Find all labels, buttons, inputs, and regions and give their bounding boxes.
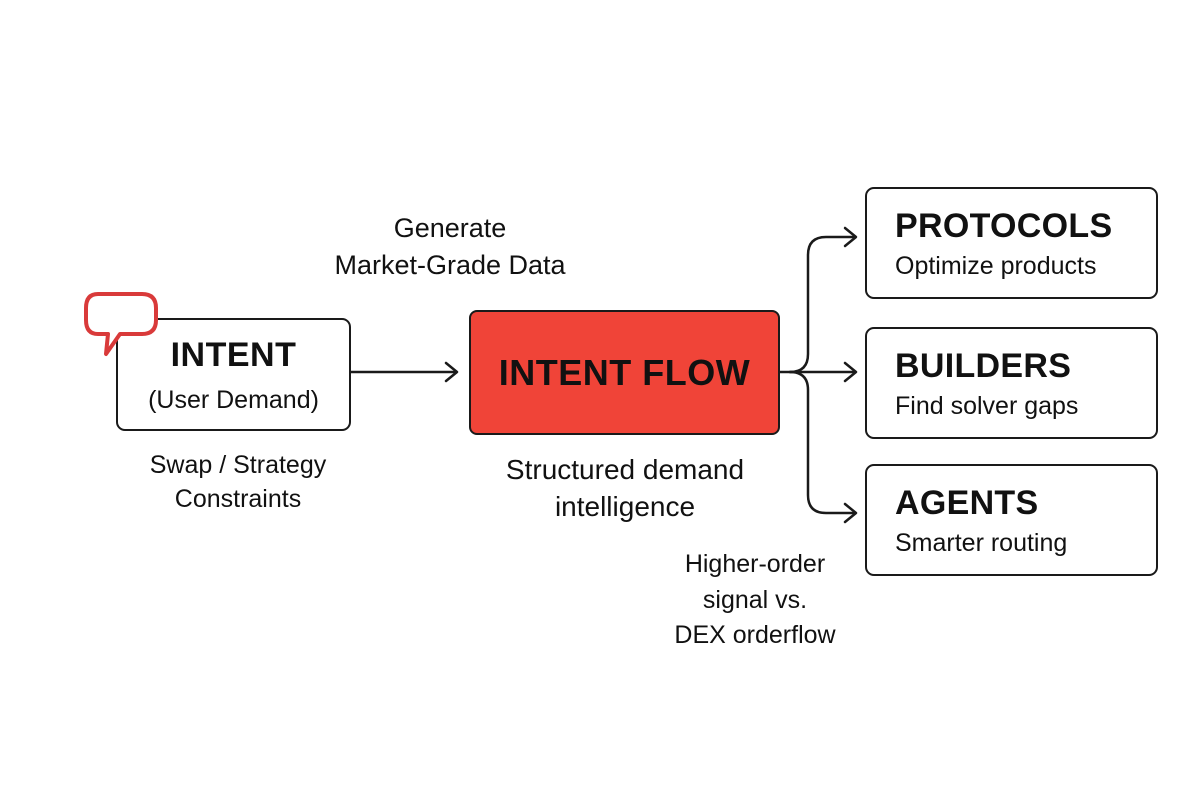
generate-caption: Generate Market-Grade Data xyxy=(290,210,610,285)
protocols-box: PROTOCOLS Optimize products xyxy=(865,187,1158,299)
intent-caption: Swap / Strategy Constraints xyxy=(108,449,368,516)
generate-line-1: Generate xyxy=(393,213,507,243)
intent-box: INTENT (User Demand) xyxy=(116,318,351,431)
builders-box: BUILDERS Find solver gaps xyxy=(865,327,1158,439)
signal-caption: Higher-order signal vs. DEX orderflow xyxy=(640,547,870,654)
arrow-flow-to-protocols xyxy=(788,235,857,374)
arrowhead-intent-to-flow xyxy=(444,361,459,383)
signal-line-1: Higher-order xyxy=(684,550,826,578)
builders-subtitle: Find solver gaps xyxy=(895,392,1079,420)
speech-bubble-icon xyxy=(84,292,158,356)
signal-line-2: signal vs. xyxy=(702,585,808,614)
flow-caption-line-1: Structured demand xyxy=(505,454,745,485)
signal-line-3: DEX orderflow xyxy=(674,621,836,649)
arrowhead-builders xyxy=(843,361,858,383)
intent-caption-line-1: Swap / Strategy xyxy=(149,451,327,479)
flow-caption-line-2: intelligence xyxy=(554,490,696,522)
intent-flow-title: INTENT FLOW xyxy=(498,351,751,393)
agents-title: AGENTS xyxy=(895,484,1039,522)
intent-subtitle: (User Demand) xyxy=(148,386,319,414)
arrowhead-agents xyxy=(843,502,858,524)
flow-caption: Structured demand intelligence xyxy=(470,452,780,526)
builders-title: BUILDERS xyxy=(895,347,1072,385)
intent-title: INTENT xyxy=(170,336,297,374)
generate-line-2: Market-Grade Data xyxy=(334,250,566,281)
protocols-title: PROTOCOLS xyxy=(895,207,1113,245)
agents-box: AGENTS Smarter routing xyxy=(865,464,1158,576)
arrow-flow-to-agents xyxy=(788,370,857,515)
protocols-subtitle: Optimize products xyxy=(895,252,1097,280)
agents-subtitle: Smarter routing xyxy=(895,529,1068,557)
intent-caption-line-2: Constraints xyxy=(174,484,302,513)
arrowhead-protocols xyxy=(843,226,858,248)
intent-flow-box: INTENT FLOW xyxy=(469,310,780,435)
